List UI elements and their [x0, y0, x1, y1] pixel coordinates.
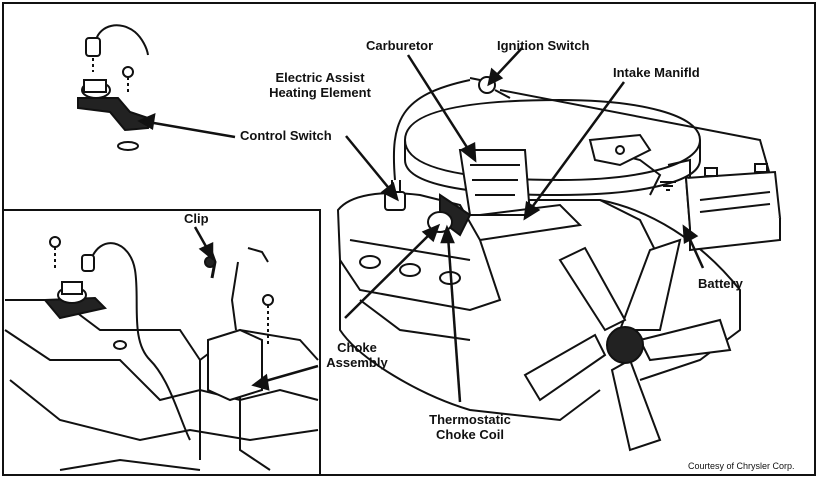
- label-ignition-switch: Ignition Switch: [497, 38, 590, 53]
- main-engine: [336, 76, 771, 452]
- label-thermostatic-line1: Thermostatic: [429, 412, 511, 427]
- label-thermostatic-choke-coil: Thermostatic Choke Coil: [415, 412, 525, 442]
- diagram-border: [2, 2, 816, 476]
- credit-text: Courtesy of Chrysler Corp.: [688, 461, 795, 471]
- battery-illustration: [684, 163, 782, 252]
- label-choke-assembly-line2: Assembly: [326, 355, 388, 370]
- label-heating-element-line1: Electric Assist: [275, 70, 365, 85]
- label-choke-assembly-line1: Choke: [337, 340, 377, 355]
- fan: [523, 238, 732, 452]
- label-heating-element: Electric Assist Heating Element: [255, 70, 385, 100]
- label-heating-element-line2: Heating Element: [269, 85, 371, 100]
- control-switch-detail: [77, 24, 149, 151]
- label-thermostatic-line2: Choke Coil: [436, 427, 504, 442]
- label-intake-manifold: Intake Manifld: [613, 65, 700, 80]
- label-carburetor: Carburetor: [366, 38, 434, 53]
- label-battery: Battery: [698, 276, 743, 291]
- callout-arrows: [137, 47, 705, 403]
- label-clip: Clip: [184, 211, 209, 226]
- inset-border: [3, 209, 321, 475]
- label-control-switch: Control Switch: [240, 128, 332, 143]
- lower-left-engine: [4, 236, 319, 471]
- label-choke-assembly: Choke Assembly: [322, 340, 392, 370]
